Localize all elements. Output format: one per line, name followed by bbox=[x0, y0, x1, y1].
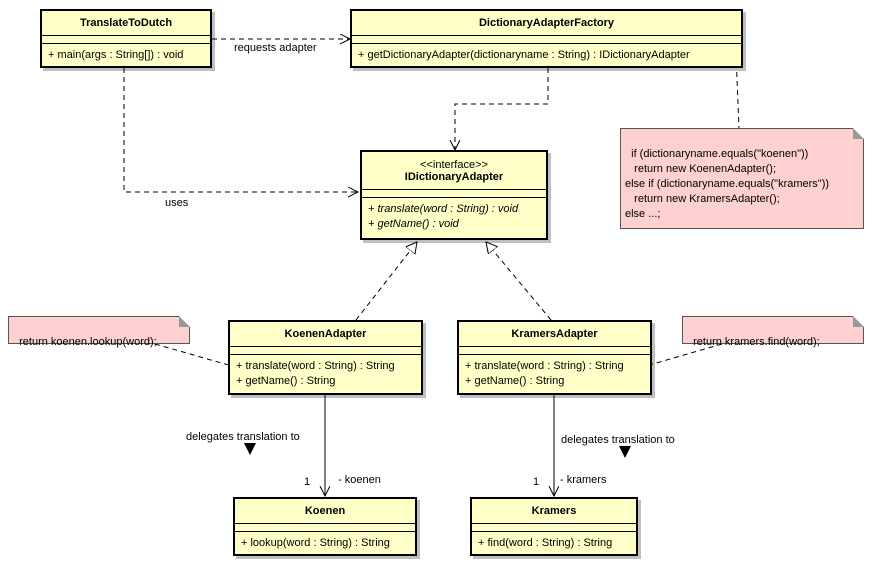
class-kramers[interactable]: Kramers + find(word : String) : String bbox=[470, 497, 638, 556]
stereotype: <<interface>> bbox=[420, 158, 488, 171]
uses-edge bbox=[123, 68, 358, 192]
operation: + translate(word : String) : String bbox=[465, 360, 624, 372]
operation-list: + translate(word : String) : String + ge… bbox=[459, 355, 650, 389]
direction-triangle-icon bbox=[244, 443, 256, 455]
edge-label-delegates-koenen: delegates translation to bbox=[186, 431, 300, 443]
class-name: KoenenAdapter bbox=[230, 322, 421, 347]
note-fold bbox=[179, 316, 190, 327]
operation: + getName() : String bbox=[465, 375, 565, 387]
class-kramers-adapter[interactable]: KramersAdapter + translate(word : String… bbox=[457, 320, 652, 395]
operation: + translate(word : String) : String bbox=[236, 360, 395, 372]
edge-label-requests-adapter: requests adapter bbox=[234, 42, 317, 54]
multiplicity-koenen: 1 bbox=[304, 476, 311, 488]
multiplicity-kramers: 1 bbox=[533, 476, 540, 488]
note-text: return koenen.lookup(word); bbox=[19, 336, 157, 348]
note-text: if (dictionaryname.equals("koenen")) ret… bbox=[625, 148, 830, 220]
direction-triangle-icon bbox=[619, 446, 631, 458]
class-name: DictionaryAdapterFactory bbox=[352, 11, 741, 36]
class-name: KramersAdapter bbox=[459, 322, 650, 347]
note-koenen-adapter[interactable]: return koenen.lookup(word); bbox=[8, 316, 190, 348]
operation: + getDictionaryAdapter(dictionaryname : … bbox=[358, 49, 690, 61]
operation: + getName() : void bbox=[368, 218, 459, 230]
koenen-note-link bbox=[154, 343, 233, 367]
koenen-realization-edge bbox=[355, 242, 417, 321]
operation: + main(args : String[]) : void bbox=[48, 49, 184, 61]
role-kramers: - kramers bbox=[560, 474, 607, 486]
note-fold bbox=[853, 128, 864, 139]
factory-to-interface-edge bbox=[455, 68, 549, 150]
class-koenen-adapter[interactable]: KoenenAdapter + translate(word : String)… bbox=[228, 320, 423, 395]
class-translate-to-dutch[interactable]: TranslateToDutch + main(args : String[])… bbox=[40, 9, 212, 68]
operation: + lookup(word : String) : String bbox=[241, 537, 390, 549]
operation: + translate(word : String) : void bbox=[368, 203, 519, 215]
class-koenen[interactable]: Koenen + lookup(word : String) : String bbox=[233, 497, 417, 556]
kramers-note-link bbox=[645, 343, 723, 367]
operation-list: + translate(word : String) : void + getN… bbox=[362, 198, 546, 232]
kramers-realization-edge bbox=[486, 242, 552, 321]
note-text: return kramers.find(word); bbox=[693, 336, 820, 348]
class-name: Koenen bbox=[235, 499, 415, 524]
class-name: IDictionaryAdapter bbox=[404, 170, 504, 183]
class-dictionary-adapter-factory[interactable]: DictionaryAdapterFactory + getDictionary… bbox=[350, 9, 743, 68]
edge-label-delegates-kramers: delegates translation to bbox=[561, 434, 675, 446]
class-name: TranslateToDutch bbox=[42, 11, 210, 36]
note-fold bbox=[853, 316, 864, 327]
operation: + find(word : String) : String bbox=[478, 537, 613, 549]
interface-idictionary-adapter[interactable]: <<interface>> IDictionaryAdapter + trans… bbox=[360, 150, 548, 240]
operation: + getName() : String bbox=[236, 375, 336, 387]
class-name: Kramers bbox=[472, 499, 636, 524]
note-factory[interactable]: if (dictionaryname.equals("koenen")) ret… bbox=[620, 128, 864, 229]
class-header: <<interface>> IDictionaryAdapter bbox=[362, 152, 546, 190]
edge-label-uses: uses bbox=[165, 197, 189, 209]
note-kramers-adapter[interactable]: return kramers.find(word); bbox=[682, 316, 864, 348]
operation-list: + translate(word : String) : String + ge… bbox=[230, 355, 421, 389]
role-koenen: - koenen bbox=[338, 474, 381, 486]
